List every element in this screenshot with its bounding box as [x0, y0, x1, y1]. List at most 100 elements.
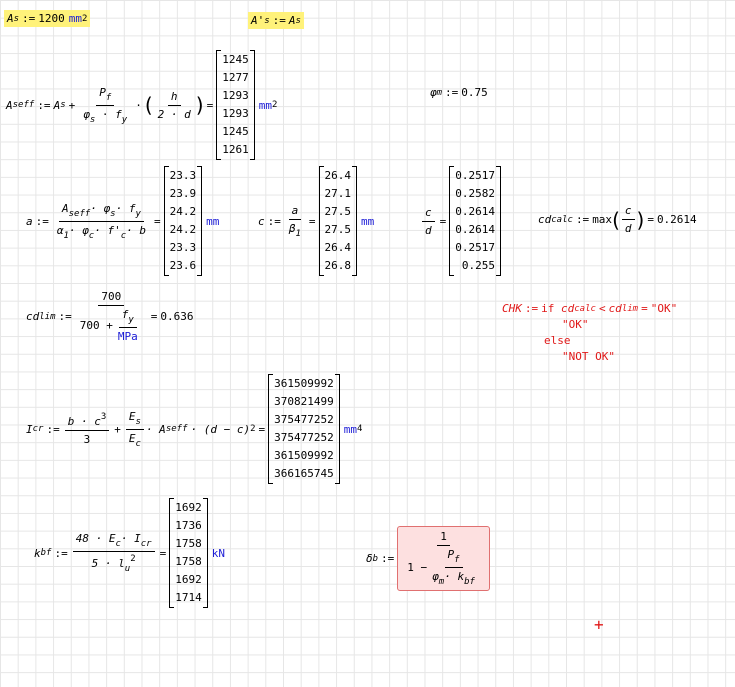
ec-term: 48 · E — [75, 532, 116, 545]
max-function: max — [592, 213, 613, 226]
aseff-subscript: seff — [12, 100, 35, 110]
matrix-cell: 1293 — [222, 107, 249, 120]
matrix-cell: 1293 — [222, 89, 249, 102]
aseff-matrix: 1245 1277 1293 1293 1245 1261 — [216, 50, 255, 160]
equals-op: = — [159, 546, 167, 560]
fy-term: · f — [115, 201, 136, 215]
cd-ratio-region[interactable]: c d = 0.2517 0.2582 0.2614 0.2614 0.2517… — [420, 166, 501, 276]
icr-term: · I — [120, 532, 141, 545]
assign-op: := — [524, 302, 539, 315]
cd-matrix: 0.2517 0.2582 0.2614 0.2614 0.2517 0.255 — [449, 166, 501, 276]
icr-matrix: 361509992 370821499 375477252 375477252 … — [268, 374, 340, 484]
if-keyword: if — [541, 302, 555, 315]
aseff-term: · A — [145, 422, 166, 436]
beta-symbol: β — [288, 221, 296, 235]
phi-s-subscript: s — [110, 208, 116, 219]
cd-calc-symbol: cd — [538, 213, 552, 226]
error-highlight-box[interactable]: 1 1 − Pf φm· kbf — [397, 526, 490, 591]
assign-op: := — [22, 12, 36, 25]
assign-op: := — [267, 214, 281, 228]
aseff-term-subscript: seff — [68, 208, 91, 219]
ok-string: "OK" — [562, 318, 589, 331]
chk-result: "OK" — [650, 302, 678, 315]
matrix-cell: 1758 — [175, 537, 202, 550]
mpa-unit: MPa — [117, 330, 138, 343]
c-region[interactable]: c := a β1 = 26.4 27.1 27.5 27.5 26.4 26.… — [258, 166, 374, 276]
es-symbol: E — [128, 409, 136, 423]
equals-op: = — [308, 214, 316, 228]
as-symbol: A — [7, 12, 14, 25]
d-term: d — [425, 223, 432, 237]
as-term-subscript: s — [60, 100, 66, 110]
chk-symbol: CHK — [502, 302, 522, 315]
aseff-symbol: A — [6, 98, 13, 112]
phi-subscript: s — [89, 114, 96, 125]
phi-m-value: 0.75 — [461, 86, 488, 99]
aseff-term-subscript: seff — [165, 424, 188, 434]
matrix-cell: 26.8 — [324, 259, 352, 272]
phi-s-term: · φ — [90, 201, 111, 215]
cd-calc-ref-subscript: calc — [574, 303, 596, 314]
aps-symbol: A' — [251, 14, 265, 27]
matrix-cell: 23.3 — [169, 169, 197, 182]
aps-rhs: A — [288, 14, 296, 27]
lu-power: 2 — [130, 554, 136, 564]
icr-term-subscript: cr — [140, 539, 152, 549]
not-ok-string: "NOT OK" — [562, 350, 615, 363]
assign-op: := — [46, 422, 60, 436]
assign-op: := — [35, 214, 49, 228]
pf-symbol: P — [99, 85, 106, 99]
assign-op: := — [54, 546, 68, 560]
bc-power: 3 — [100, 412, 107, 422]
c-term: c — [621, 204, 635, 220]
c-fraction: a β1 — [286, 204, 304, 239]
aseff-term: A — [61, 201, 69, 215]
matrix-cell: 366165745 — [274, 467, 334, 480]
ec-subscript: c — [115, 539, 121, 549]
assign-op: := — [575, 213, 590, 226]
assign-op: := — [37, 98, 51, 112]
as-unit-power: 2 — [82, 13, 88, 24]
matrix-cell: 1692 — [175, 501, 202, 514]
phi-c-subscript: c — [88, 230, 95, 241]
c-symbol: c — [258, 214, 265, 228]
a-region[interactable]: a := Aseff· φs· fy α1· φc· f'c· b = 23.3… — [26, 166, 219, 276]
matrix-cell: 23.3 — [169, 241, 197, 254]
h-symbol: h — [167, 90, 181, 106]
fy-subscript: y — [121, 114, 128, 125]
matrix-cell: 370821499 — [274, 395, 334, 408]
lu-term: 5 · l — [91, 557, 125, 570]
matrix-cell: 26.4 — [324, 169, 352, 182]
matrix-cell: 0.255 — [461, 259, 495, 272]
kbf-fraction: 48 · Ec· Icr 5 · lu2 — [72, 532, 155, 574]
beta-subscript: 1 — [295, 228, 301, 239]
fy-subscript: y — [135, 208, 141, 219]
two-d-term: 2 · d — [157, 107, 191, 121]
pf-fraction: Pf φs · fy — [83, 85, 128, 125]
equals-op: = — [641, 302, 648, 315]
equals-op: = — [439, 214, 447, 228]
c-unit: mm — [361, 214, 375, 228]
matrix-cell: 26.4 — [324, 241, 352, 254]
a-matrix: 23.3 23.9 24.2 24.2 23.3 23.6 — [163, 166, 203, 276]
fpc-subscript: c — [120, 230, 127, 241]
aseff-unit: mm — [258, 98, 272, 112]
equals-op: = — [154, 214, 161, 228]
matrix-cell: 375477252 — [274, 431, 334, 444]
icr-unit-power: 4 — [357, 424, 363, 434]
pf-phi-kbf-fraction: Pf φm· kbf — [429, 548, 478, 587]
matrix-cell: 1692 — [175, 573, 202, 586]
delta-b-symbol: δ — [366, 552, 373, 565]
plus-op: + — [114, 422, 121, 436]
matrix-cell: 0.2582 — [455, 187, 495, 200]
